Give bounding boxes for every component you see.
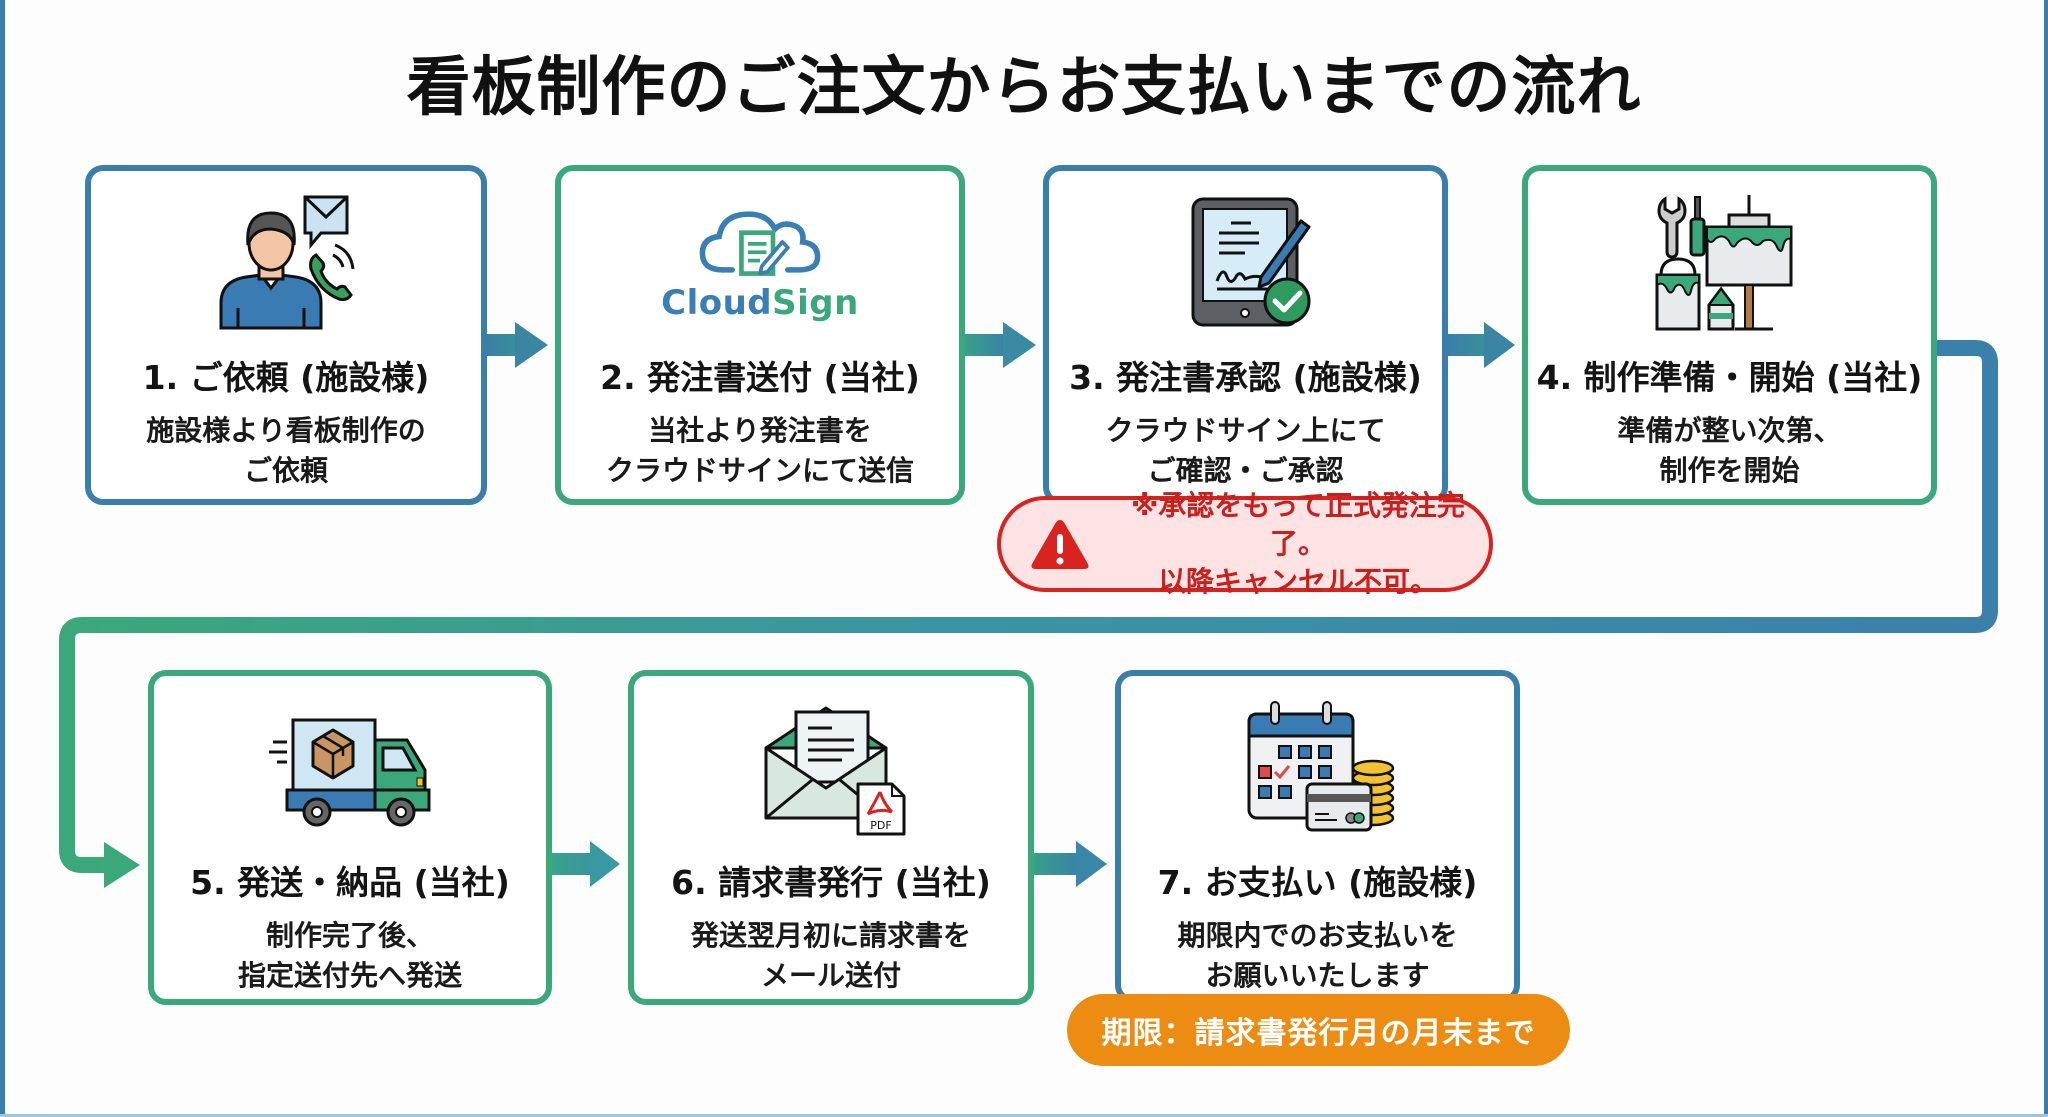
frame-left-border	[0, 0, 5, 1117]
tools-paint-sign-icon	[1645, 193, 1815, 333]
frame-right-border	[2044, 0, 2048, 1117]
warning-text: ※承認をもって正式発注完了。 以降キャンセル不可。	[1131, 489, 1465, 598]
cloudsign-logo-icon: CloudSign	[650, 193, 870, 333]
wordmark-cloud: Cloud	[661, 283, 773, 323]
cloudsign-wordmark: CloudSign	[661, 283, 859, 323]
tablet-signature-check-icon	[1161, 193, 1331, 333]
step-description: クラウドサイン上にて ご確認・ご承認	[1105, 414, 1386, 487]
person-contact-icon	[201, 193, 371, 333]
arrow-1-to-2	[487, 322, 548, 368]
envelope-pdf-icon: PDF	[746, 698, 916, 838]
wordmark-sign: Sign	[772, 283, 859, 323]
step-title: 5. 発送・納品 (当社)	[190, 863, 510, 902]
arrow-5-to-6	[552, 841, 620, 887]
warning-notice: ※承認をもって正式発注完了。 以降キャンセル不可。	[997, 489, 1493, 598]
delivery-truck-icon	[265, 698, 435, 838]
arrow-2-to-3	[965, 322, 1036, 368]
step-card-2: CloudSign 2. 発注書送付 (当社) 当社より発注書を クラウドサイン…	[555, 165, 965, 505]
step-description: 期限内でのお支払いを お願いいたします	[1177, 919, 1458, 992]
step-title: 3. 発注書承認 (施設様)	[1069, 358, 1422, 397]
deadline-badge: 期限：請求書発行月の月末まで	[1067, 994, 1570, 1066]
step-title: 1. ご依頼 (施設様)	[142, 358, 430, 397]
arrow-6-to-7	[1034, 841, 1107, 887]
step-description: 当社より発注書を クラウドサインにて送信	[605, 414, 914, 487]
step-title: 7. お支払い (施設様)	[1157, 863, 1478, 902]
step-card-1: 1. ご依頼 (施設様) 施設様より看板制作の ご依頼	[85, 165, 487, 505]
step-title: 6. 請求書発行 (当社)	[671, 863, 991, 902]
arrow-3-to-4	[1448, 322, 1515, 368]
step-card-7: 7. お支払い (施設様) 期限内でのお支払いを お願いいたします	[1115, 670, 1520, 1003]
step-description: 発送翌月初に請求書を メール送付	[690, 919, 971, 992]
pdf-label: PDF	[870, 819, 891, 832]
step-card-4: 4. 制作準備・開始 (当社) 準備が整い次第、 制作を開始	[1522, 165, 1937, 505]
arrow-4-to-5	[59, 340, 1998, 888]
step-description: 制作完了後、 指定送付先へ発送	[237, 919, 462, 992]
warning-triangle-icon	[1031, 520, 1089, 569]
page-title: 看板制作のご注文からお支払いまでの流れ	[406, 51, 1642, 125]
step-card-6: PDF 6. 請求書発行 (当社) 発送翌月初に請求書を メール送付	[628, 670, 1034, 1005]
step-description: 施設様より看板制作の ご依頼	[146, 414, 426, 487]
step-card-3: 3. 発注書承認 (施設様) クラウドサイン上にて ご確認・ご承認	[1043, 165, 1448, 505]
step-title: 4. 制作準備・開始 (当社)	[1536, 358, 1923, 397]
calendar-payment-icon	[1233, 698, 1403, 838]
step-card-5: 5. 発送・納品 (当社) 制作完了後、 指定送付先へ発送	[148, 670, 552, 1005]
frame-bottom-border	[0, 1114, 2048, 1117]
step-description: 準備が整い次第、 制作を開始	[1617, 414, 1842, 487]
step-title: 2. 発注書送付 (当社)	[600, 358, 920, 397]
